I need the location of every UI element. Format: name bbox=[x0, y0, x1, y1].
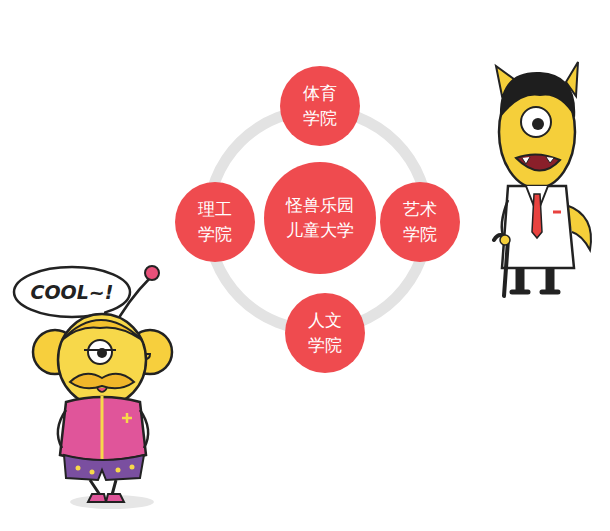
college-circle: 理工 学院 bbox=[175, 182, 255, 262]
node-text: 怪兽乐园 儿童大学 bbox=[283, 193, 358, 242]
circle-shape bbox=[175, 182, 255, 262]
node-text: 人文 学院 bbox=[305, 308, 344, 357]
doctor-monster bbox=[494, 62, 591, 296]
node-text: 艺术 学院 bbox=[400, 197, 439, 246]
circle-shape bbox=[264, 162, 376, 274]
circle-fill bbox=[380, 182, 460, 262]
circle-fill bbox=[285, 293, 365, 373]
node-text: 理工 学院 bbox=[195, 197, 234, 246]
circle-fill bbox=[175, 182, 255, 262]
circle-shape bbox=[285, 293, 365, 373]
college-circle: 人文 学院 bbox=[285, 293, 365, 373]
college-circle: 怪兽乐园 儿童大学 bbox=[264, 162, 376, 274]
speech-text: COOL~! bbox=[31, 281, 114, 303]
college-circle: 艺术 学院 bbox=[380, 182, 460, 262]
circle-shape bbox=[380, 182, 460, 262]
circle-shape bbox=[280, 66, 360, 146]
college-circle: 体育 学院 bbox=[280, 66, 360, 146]
circle-fill bbox=[264, 162, 376, 274]
cool-monster bbox=[14, 266, 172, 509]
circle-fill bbox=[280, 66, 360, 146]
node-text: 体育 学院 bbox=[300, 81, 339, 130]
